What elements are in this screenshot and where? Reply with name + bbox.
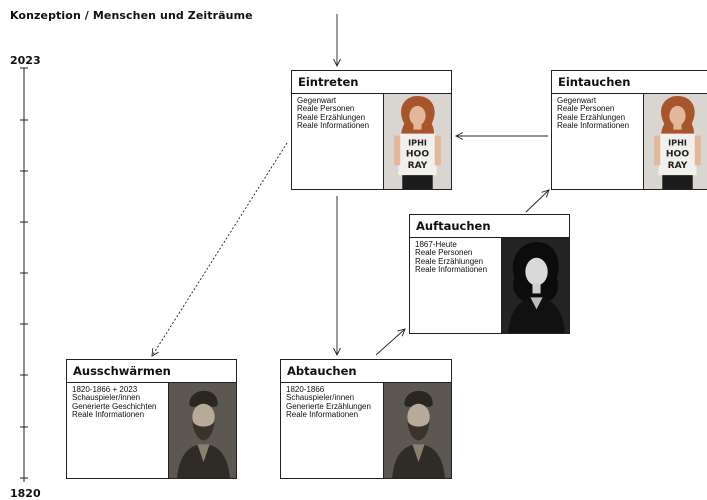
svg-text:IPHI: IPHI (408, 139, 427, 148)
card-line: 1867-Heute (415, 240, 457, 249)
card-line: Reale Informationen (557, 120, 630, 130)
svg-text:RAY: RAY (668, 161, 688, 171)
page-title: Konzeption / Menschen und Zeiträume (10, 9, 253, 22)
card-line: Schauspieler/innen (72, 393, 141, 403)
card-line: Reale Erzählungen (557, 112, 626, 122)
card-title: Eintreten (292, 71, 451, 94)
card-description: Gegenwart Reale Personen Reale Erzählung… (557, 96, 630, 130)
card-eintauchen: Eintauchen Gegenwart Reale Personen Real… (551, 70, 707, 190)
card-title: Ausschwärmen (67, 360, 236, 383)
arrow-abtauchen-auftauchen (375, 329, 405, 356)
card-line: 1820-1866 (286, 385, 325, 394)
card-line: Reale Informationen (286, 409, 359, 419)
card-line: Reale Erzählungen (415, 256, 484, 266)
card-line: Reale Personen (557, 104, 615, 114)
card-line: Gegenwart (557, 96, 597, 105)
man-photo-icon (383, 383, 451, 478)
woman-photo-icon: IPHI HOO RAY (383, 94, 451, 189)
arrow-auftauchen-eintauchen (525, 190, 549, 213)
card-line: 1820-1866 + 2023 (72, 385, 138, 394)
card-line: Gegenwart (297, 96, 337, 105)
card-description: 1820-1866 Schauspieler/innen Generierte … (286, 385, 371, 419)
card-description: 1820-1866 + 2023 Schauspieler/innen Gene… (72, 385, 157, 419)
card-title: Auftauchen (410, 215, 569, 238)
card-ausschwaermen: Ausschwärmen 1820-1866 + 2023 Schauspiel… (66, 359, 237, 479)
card-line: Generierte Erzählungen (286, 401, 371, 411)
card-line: Reale Personen (415, 248, 473, 258)
card-eintreten: Eintreten Gegenwart Reale Personen Reale… (291, 70, 452, 190)
card-title: Abtauchen (281, 360, 451, 383)
woman-photo-icon: IPHI HOO RAY (643, 94, 707, 189)
arrow-eintreten-ausschwaermen (152, 142, 288, 356)
card-title: Eintauchen (552, 71, 707, 94)
card-line: Schauspieler/innen (286, 393, 355, 403)
card-line: Generierte Geschichten (72, 401, 157, 411)
card-description: 1867-Heute Reale Personen Reale Erzählun… (415, 240, 488, 274)
card-line: Reale Personen (297, 104, 355, 114)
svg-text:RAY: RAY (408, 161, 428, 171)
actress-photo-icon (501, 238, 569, 333)
svg-text:IPHI: IPHI (668, 139, 687, 148)
card-line: Reale Informationen (72, 409, 145, 419)
card-auftauchen: Auftauchen 1867-Heute Reale Personen Rea… (409, 214, 570, 334)
card-line: Reale Informationen (297, 120, 370, 130)
timeline-top-label: 2023 (10, 54, 41, 67)
card-abtauchen: Abtauchen 1820-1866 Schauspieler/innen G… (280, 359, 452, 479)
card-line: Reale Erzählungen (297, 112, 366, 122)
card-description: Gegenwart Reale Personen Reale Erzählung… (297, 96, 370, 130)
svg-text:HOO: HOO (406, 149, 430, 159)
svg-text:HOO: HOO (666, 149, 690, 159)
man-photo-icon (168, 383, 236, 478)
card-line: Reale Informationen (415, 264, 488, 274)
